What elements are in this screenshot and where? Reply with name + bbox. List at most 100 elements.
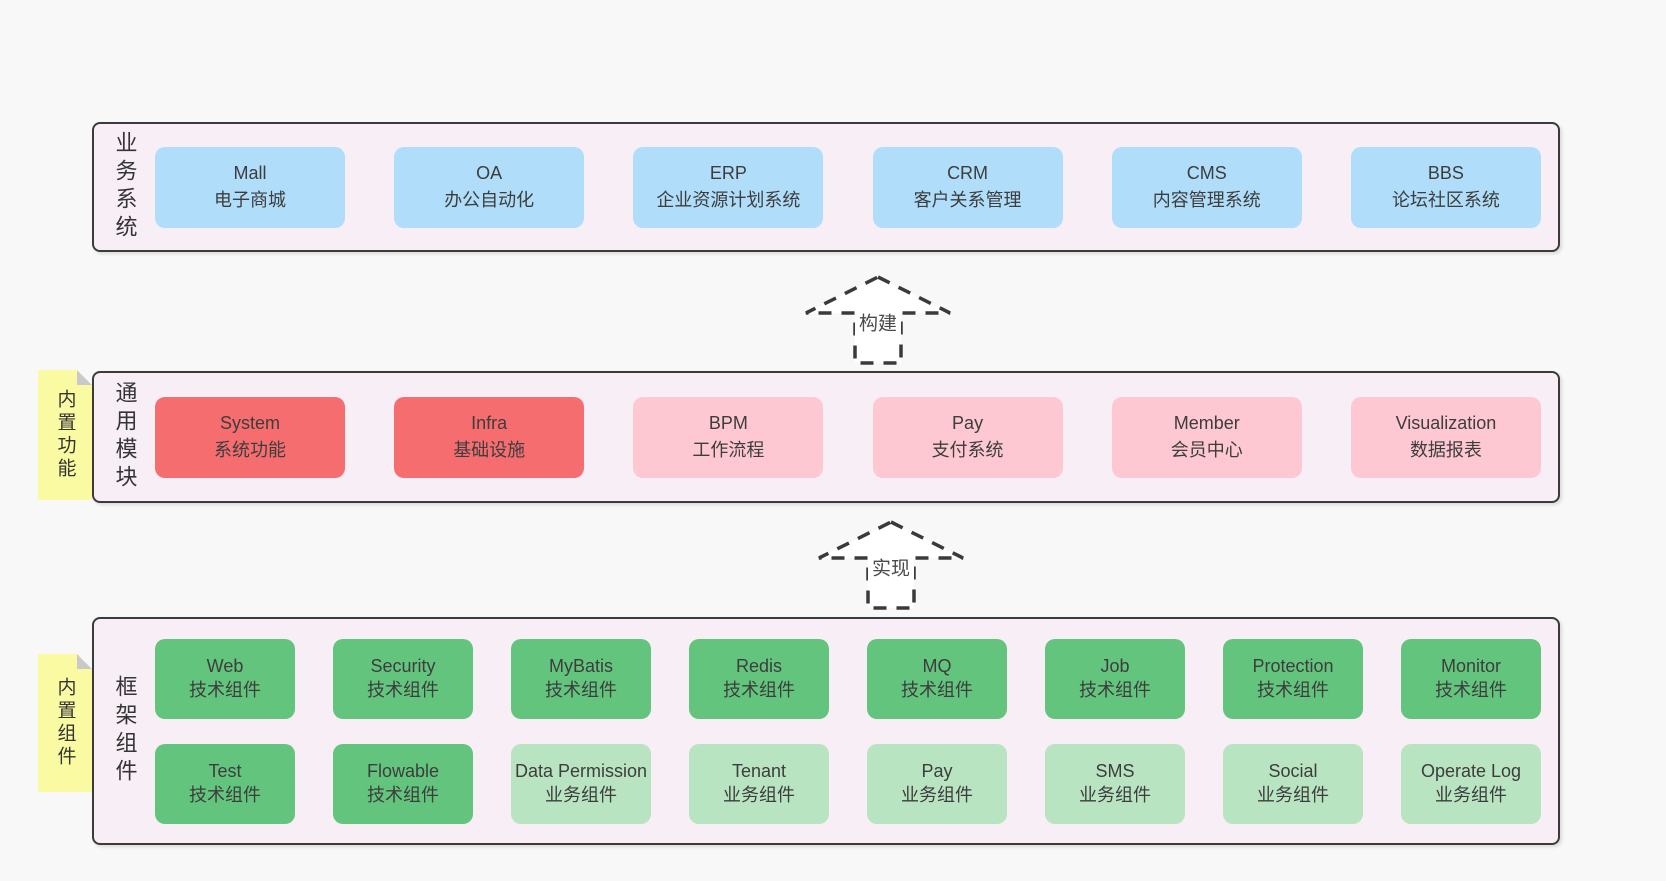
box-title: BPM (708, 413, 748, 433)
box-title: Protection (1252, 655, 1334, 676)
box-title: Infra (471, 413, 508, 433)
band-label-text: 框架组件 (112, 675, 138, 787)
box-infra: Infra 基础设施 (394, 396, 585, 478)
box-subtitle: 技术组件 (367, 784, 439, 805)
box-pay-business: Pay 业务组件 (867, 743, 1007, 824)
box-subtitle: 业务组件 (901, 784, 973, 805)
box-mq: MQ 技术组件 (867, 638, 1007, 719)
box-title: Pay (921, 760, 953, 781)
box-title: CMS (1186, 163, 1227, 183)
band-label-common-modules: 通用模块 (94, 373, 155, 501)
band-label-text: 业务系统 (112, 131, 138, 243)
box-title: Monitor (1440, 655, 1502, 676)
box-title: Web (206, 655, 244, 676)
box-title: ERP (709, 163, 747, 183)
box-redis: Redis 技术组件 (689, 638, 829, 719)
arrow-label: 实现 (867, 552, 915, 582)
box-title: Operate Log (1420, 760, 1522, 781)
band-label-text: 通用模块 (112, 381, 138, 493)
box-title: Security (370, 655, 436, 676)
band-content: System 系统功能 Infra 基础设施 BPM 工作流程 Pay 支付系统… (155, 373, 1541, 501)
box-subtitle: 电子商城 (214, 190, 286, 210)
band-framework-components: 框架组件 Web 技术组件 Security 技术组件 MyBatis 技术组件… (92, 617, 1560, 845)
box-title: Flowable (366, 760, 440, 781)
box-crm: CRM 客户关系管理 (872, 146, 1063, 228)
box-bpm: BPM 工作流程 (633, 396, 824, 478)
box-subtitle: 业务组件 (1079, 784, 1151, 805)
box-title: Pay (952, 413, 984, 433)
box-subtitle: 数据报表 (1409, 440, 1482, 460)
sticky-text: 内置功能 (54, 389, 76, 481)
box-title: Job (1100, 655, 1130, 676)
box-subtitle: 技术组件 (545, 679, 617, 700)
box-title: CRM (947, 163, 989, 183)
band-label-framework-components: 框架组件 (94, 619, 155, 843)
folded-corner-icon (77, 654, 92, 669)
box-title: Tenant (731, 760, 787, 781)
box-subtitle: 业务组件 (1257, 784, 1329, 805)
box-subtitle: 技术组件 (1435, 679, 1507, 700)
box-data-permission: Data Permission 业务组件 (511, 743, 651, 824)
box-subtitle: 客户关系管理 (913, 190, 1022, 210)
band-common-modules: 通用模块 System 系统功能 Infra 基础设施 BPM 工作流程 Pay (92, 371, 1560, 503)
box-subtitle: 系统功能 (214, 440, 286, 460)
arrow-implement: 实现 (816, 519, 966, 611)
box-security: Security 技术组件 (333, 638, 473, 719)
sticky-text: 内置组件 (54, 677, 76, 769)
box-subtitle: 技术组件 (901, 679, 973, 700)
sticky-builtin-components: 内置组件 (38, 654, 92, 792)
box-subtitle: 业务组件 (545, 784, 617, 805)
box-subtitle: 企业资源计划系统 (656, 190, 801, 210)
box-web: Web 技术组件 (155, 638, 295, 719)
box-flowable: Flowable 技术组件 (333, 743, 473, 824)
box-title: OA (476, 163, 503, 183)
box-title: Test (208, 760, 242, 781)
box-member: Member 会员中心 (1111, 396, 1302, 478)
box-subtitle: 基础设施 (453, 440, 526, 460)
box-title: Member (1173, 413, 1240, 433)
box-title: Mall (233, 163, 267, 183)
box-subtitle: 内容管理系统 (1152, 190, 1261, 210)
box-row: System 系统功能 Infra 基础设施 BPM 工作流程 Pay 支付系统… (155, 396, 1541, 478)
box-title: BBS (1427, 163, 1464, 183)
box-oa: OA 办公自动化 (394, 146, 585, 228)
box-title: MQ (922, 655, 952, 676)
box-title: Data Permission (514, 760, 648, 781)
box-subtitle: 技术组件 (189, 784, 261, 805)
box-subtitle: 技术组件 (367, 679, 439, 700)
box-subtitle: 技术组件 (723, 679, 795, 700)
box-system: System 系统功能 (155, 396, 345, 478)
box-title: Redis (735, 655, 783, 676)
box-sms: SMS 业务组件 (1045, 743, 1185, 824)
folded-corner-icon (77, 370, 92, 385)
box-row: Test 技术组件 Flowable 技术组件 Data Permission … (155, 743, 1541, 824)
box-erp: ERP 企业资源计划系统 (633, 146, 824, 228)
arrow-build: 构建 (803, 274, 953, 366)
box-cms: CMS 内容管理系统 (1111, 146, 1302, 228)
box-job: Job 技术组件 (1045, 638, 1185, 719)
box-protection: Protection 技术组件 (1223, 638, 1363, 719)
box-subtitle: 业务组件 (1435, 784, 1507, 805)
box-row: Web 技术组件 Security 技术组件 MyBatis 技术组件 Redi… (155, 638, 1541, 719)
box-title: Visualization (1395, 413, 1497, 433)
box-subtitle: 会员中心 (1170, 440, 1243, 460)
box-subtitle: 业务组件 (723, 784, 795, 805)
box-title: System (219, 413, 280, 433)
box-subtitle: 工作流程 (692, 440, 765, 460)
band-business-systems: 业务系统 Mall 电子商城 OA 办公自动化 ERP 企业资源计划系统 CRM (92, 122, 1560, 252)
box-social: Social 业务组件 (1223, 743, 1363, 824)
band-content: Mall 电子商城 OA 办公自动化 ERP 企业资源计划系统 CRM 客户关系… (155, 124, 1541, 250)
box-bbs: BBS 论坛社区系统 (1350, 146, 1541, 228)
sticky-builtin-features: 内置功能 (38, 370, 92, 500)
box-row: Mall 电子商城 OA 办公自动化 ERP 企业资源计划系统 CRM 客户关系… (155, 146, 1541, 228)
box-pay: Pay 支付系统 (872, 396, 1063, 478)
box-subtitle: 技术组件 (1257, 679, 1329, 700)
box-title: Social (1268, 760, 1318, 781)
box-subtitle: 论坛社区系统 (1391, 190, 1500, 210)
box-tenant: Tenant 业务组件 (689, 743, 829, 824)
box-title: SMS (1095, 760, 1135, 781)
box-subtitle: 支付系统 (931, 440, 1004, 460)
box-subtitle: 技术组件 (1079, 679, 1151, 700)
box-subtitle: 技术组件 (189, 679, 261, 700)
